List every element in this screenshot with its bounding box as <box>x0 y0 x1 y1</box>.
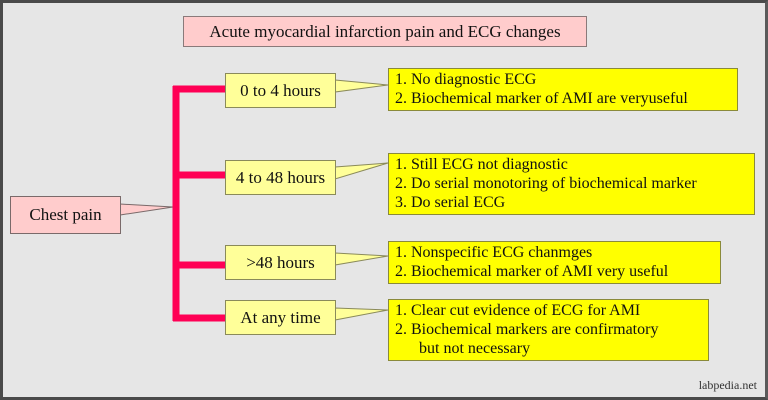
note-line: 2. Biochemical markers are confirmatory <box>395 321 659 338</box>
note-line: 2. Biochemical marker of AMI are veryuse… <box>395 90 688 107</box>
root-callout-tail <box>119 203 174 216</box>
watermark: labpedia.net <box>698 378 757 392</box>
callout-tail-2 <box>334 252 389 266</box>
diagram-title: Acute myocardial infarction pain and ECG… <box>183 16 587 47</box>
tree-connector <box>172 85 225 322</box>
note-line: 3. Do serial ECG <box>395 194 506 211</box>
note-box-4-48-hours: 1. Still ECG not diagnostic 2. Do serial… <box>388 153 755 215</box>
callout-tail-1 <box>334 162 389 180</box>
callout-tail-0 <box>334 79 389 93</box>
callout-tail-3 <box>334 307 389 321</box>
note-line: 2. Biochemical marker of AMI very useful <box>395 263 669 280</box>
root-node-chest-pain: Chest pain <box>10 196 121 234</box>
note-line: 1. Nonspecific ECG chanmges <box>395 244 593 261</box>
note-box-at-any-time: 1. Clear cut evidence of ECG for AMI 2. … <box>388 299 709 361</box>
time-node-over-48-hours: >48 hours <box>225 245 336 280</box>
note-line: 2. Do serial monotoring of biochemical m… <box>395 175 697 192</box>
note-line: 1. Clear cut evidence of ECG for AMI <box>395 302 641 319</box>
note-line: 1. No diagnostic ECG <box>395 71 537 88</box>
note-line: but not necessary <box>419 340 531 357</box>
note-box-over-48-hours: 1. Nonspecific ECG chanmges 2. Biochemic… <box>388 241 721 284</box>
time-node-0-4-hours: 0 to 4 hours <box>225 73 336 108</box>
note-line: 1. Still ECG not diagnostic <box>395 156 568 173</box>
time-node-4-48-hours: 4 to 48 hours <box>225 160 336 195</box>
note-box-0-4-hours: 1. No diagnostic ECG 2. Biochemical mark… <box>388 68 738 111</box>
time-node-at-any-time: At any time <box>225 300 336 335</box>
